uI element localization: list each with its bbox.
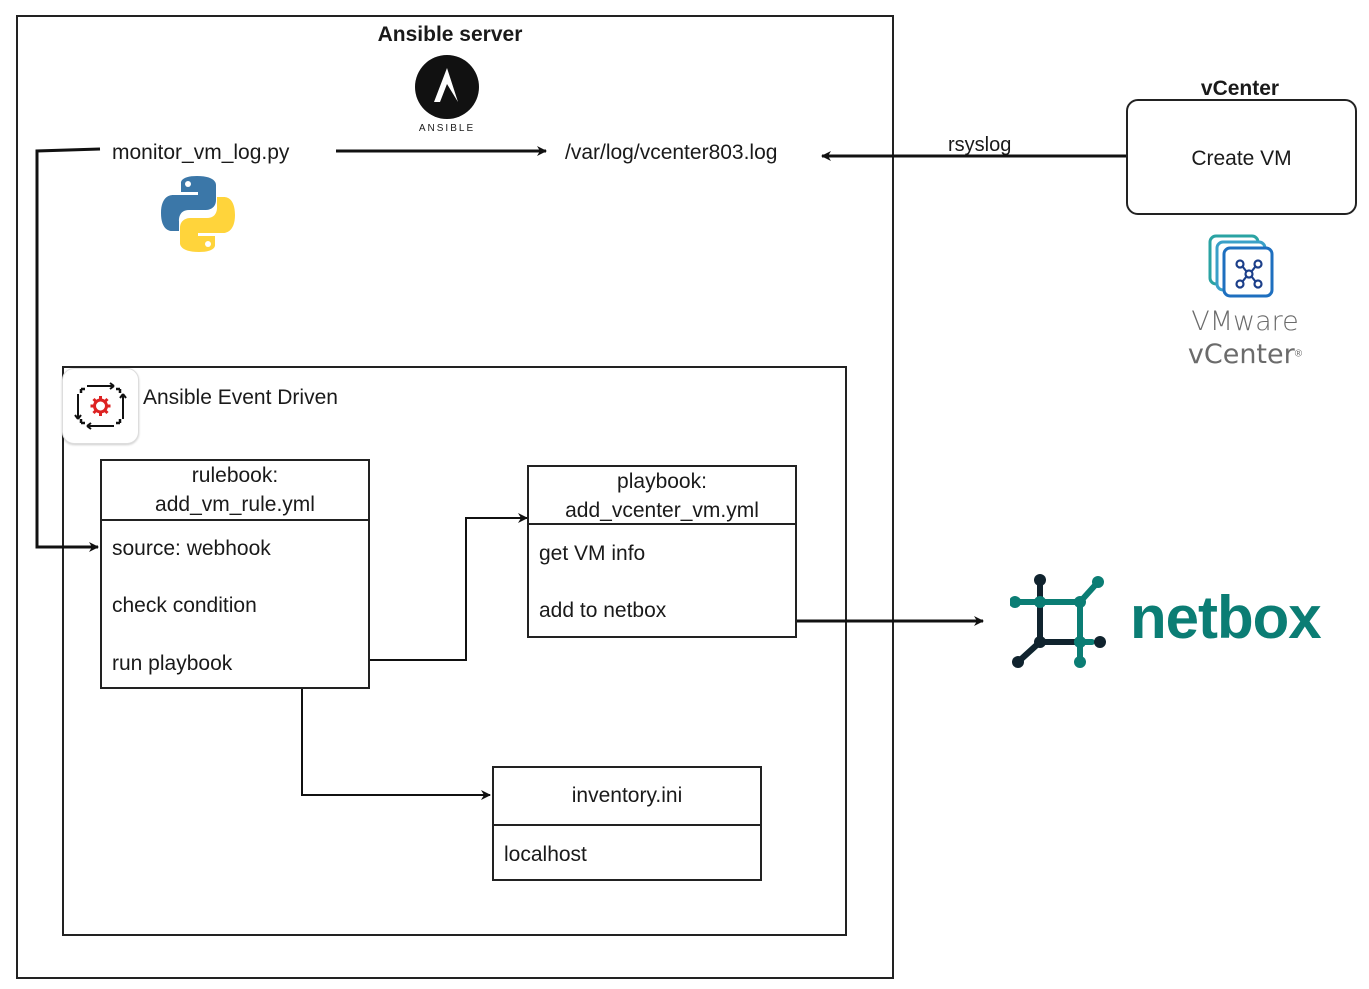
inventory-item-localhost: localhost [504, 843, 587, 866]
rsyslog-label: rsyslog [948, 134, 1012, 156]
netbox-logo-icon [1009, 572, 1110, 672]
script-to-rulebook-arrow [35, 147, 101, 552]
playbook-header-line2: add_vcenter_vm.yml [565, 499, 759, 522]
playbook-header: playbook: add_vcenter_vm.yml [529, 467, 795, 525]
rulebook-box: rulebook: add_vm_rule.yml source: webhoo… [100, 459, 370, 689]
ansible-server-title: Ansible server [377, 23, 523, 46]
netbox-wordmark: netbox [1130, 584, 1322, 651]
vmware-brand-line2-wrap: vCenter® [1160, 341, 1330, 368]
eda-gear-icon [62, 368, 139, 444]
rulebook-item-source: source: webhook [112, 537, 271, 560]
log-file-label: /var/log/vcenter803.log [565, 141, 778, 164]
rulebook-to-inventory-arrow [301, 689, 491, 800]
vmware-vcenter-logo-icon [1206, 234, 1276, 298]
rulebook-header: rulebook: add_vm_rule.yml [102, 461, 368, 521]
playbook-header-line1: playbook: [617, 470, 707, 493]
rulebook-header-line1: rulebook: [191, 464, 279, 487]
rulebook-item-run: run playbook [112, 652, 233, 675]
registered-mark: ® [1294, 348, 1303, 360]
create-vm-box: Create VM [1126, 99, 1357, 215]
monitor-script-label: monitor_vm_log.py [112, 141, 290, 164]
inventory-box: inventory.ini localhost [492, 766, 762, 881]
playbook-item-add: add to netbox [539, 599, 667, 622]
rulebook-to-playbook-arrow [370, 513, 528, 661]
rulebook-header-line2: add_vm_rule.yml [155, 493, 315, 516]
playbook-box: playbook: add_vcenter_vm.yml get VM info… [527, 465, 797, 638]
inventory-header: inventory.ini [494, 768, 760, 826]
vmware-brand-line2: vCenter [1187, 339, 1295, 370]
python-logo-icon [158, 174, 238, 254]
eda-title: Ansible Event Driven [143, 386, 338, 409]
vcenter-title: vCenter [1200, 77, 1280, 100]
create-vm-label: Create VM [1191, 147, 1292, 170]
playbook-item-get: get VM info [539, 542, 646, 565]
vmware-brand-line1: VMware [1191, 306, 1299, 337]
ansible-wordmark: ANSIBLE [418, 123, 476, 134]
rulebook-item-check: check condition [112, 594, 257, 617]
ansible-logo-icon [414, 54, 480, 120]
inventory-header-label: inventory.ini [571, 784, 683, 807]
